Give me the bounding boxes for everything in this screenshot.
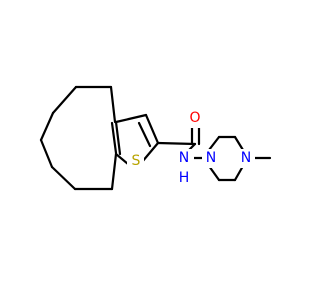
bond-thiophene-c3-c2-double-b bbox=[137, 121, 152, 148]
bond-cycloheptane-3 bbox=[39, 111, 55, 142]
bonds bbox=[39, 85, 272, 191]
bond-piperazine-4 bbox=[233, 164, 245, 182]
bond-piperazine-1 bbox=[207, 135, 221, 152]
bond-thiophene-c3a-c3 bbox=[114, 113, 148, 124]
piperazine-nitrogen-1-label: N bbox=[206, 150, 216, 166]
amide-nitrogen-label: N bbox=[179, 150, 189, 166]
bond-thiophene-c3-c2-double-a bbox=[144, 113, 160, 145]
bond-c7a-c7 bbox=[110, 152, 118, 191]
bond-thiophene-fusion bbox=[114, 120, 122, 156]
bond-thiophene-c2-s bbox=[140, 141, 160, 164]
molecule-canvas: S O N H N N bbox=[39, 85, 272, 191]
bond-cycloheptane-5 bbox=[50, 165, 77, 191]
molecule-structure: S O N H N N bbox=[39, 85, 272, 191]
oxygen-atom-label: O bbox=[189, 110, 200, 126]
amide-hydrogen-label: H bbox=[179, 170, 190, 186]
sulfur-atom-label: S bbox=[132, 153, 141, 169]
bond-thiophene-fusion-double bbox=[110, 121, 118, 155]
piperazine-nitrogen-4-label: N bbox=[241, 150, 251, 166]
bond-c2-carbonyl bbox=[156, 141, 197, 146]
bond-piperazine-3 bbox=[233, 135, 245, 152]
bond-cycloheptane-7 bbox=[109, 85, 117, 124]
bond-piperazine-6 bbox=[207, 164, 221, 182]
bond-cycloheptane-2 bbox=[51, 85, 78, 115]
bond-cycloheptane-4 bbox=[39, 138, 54, 169]
bond-thiophene-s-c7a bbox=[114, 152, 130, 166]
atom-labels: S O N H N N bbox=[127, 108, 255, 188]
